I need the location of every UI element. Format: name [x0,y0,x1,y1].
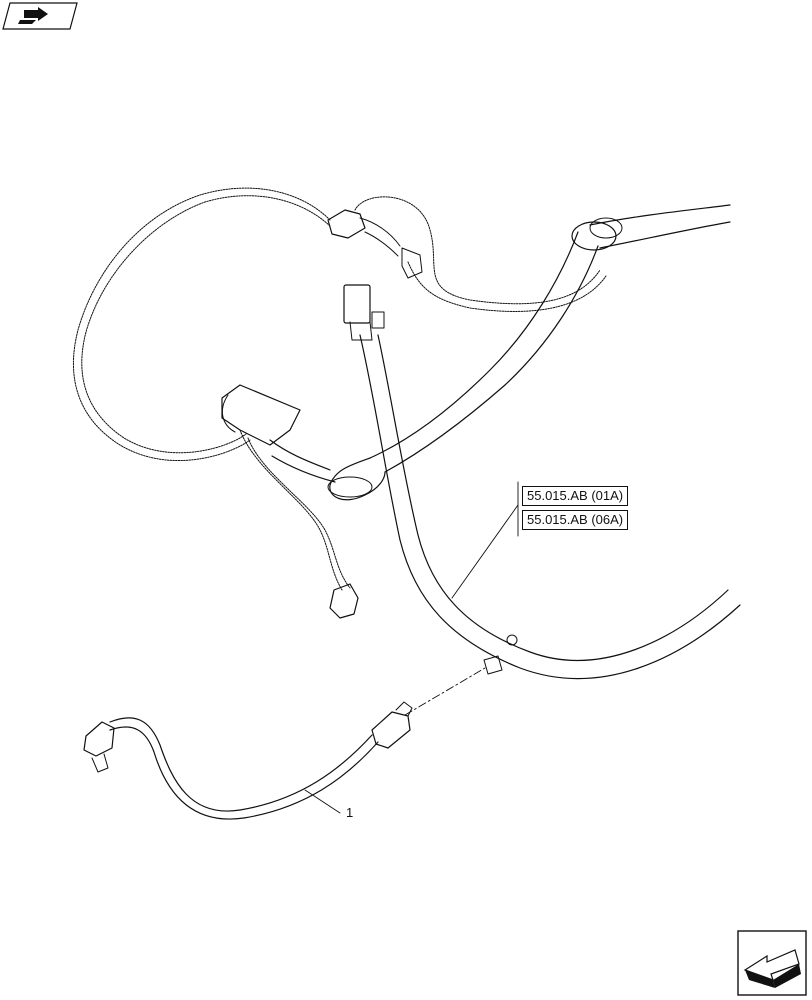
reference-leader [451,504,519,599]
assembly-leader-line [404,667,486,716]
connector-top-plug [343,284,371,324]
main-harness-vertical [359,334,741,680]
callout-1-leader [304,789,341,814]
book-arrow-icon [2,2,78,30]
main-harness-upper [589,204,731,226]
thin-harness-loop-inner [81,195,331,454]
connector-top-small [327,209,366,239]
part-1-sensor-harness [109,717,373,812]
callout-number-1: 1 [346,805,354,820]
reference-label-01a[interactable]: 55.015.AB (01A) [522,486,629,506]
part-1-connector-right [371,711,411,749]
reference-label-06a[interactable]: 55.015.AB (06A) [522,510,629,530]
thin-branch-left-inner [247,437,351,589]
harness-clip [483,655,503,675]
harness-coupling-top [571,221,617,251]
thin-harness-loop [72,187,331,462]
thin-branch-top-inner [407,261,607,312]
connector-block-left [221,384,301,446]
thin-branch-left [239,429,343,591]
next-page-arrow-icon[interactable] [737,930,807,996]
thin-branch-top [354,196,601,305]
connector-small-left [329,583,359,619]
part-1-connector-left [83,721,115,757]
harness-elbow [329,457,386,501]
